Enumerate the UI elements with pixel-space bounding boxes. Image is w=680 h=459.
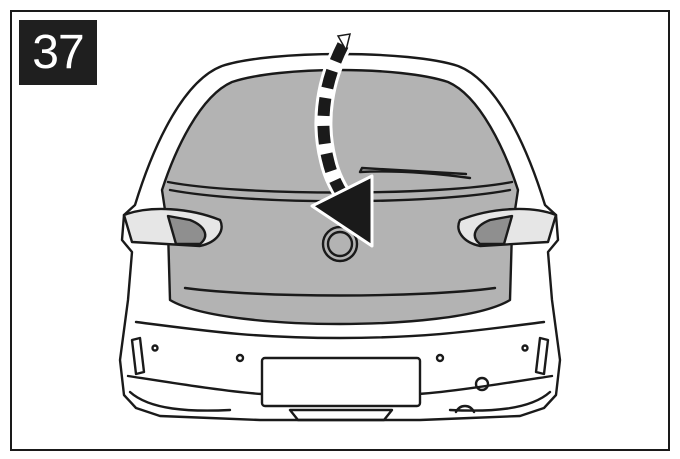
step-number-badge: 37: [19, 20, 97, 85]
license-plate: [262, 358, 420, 406]
